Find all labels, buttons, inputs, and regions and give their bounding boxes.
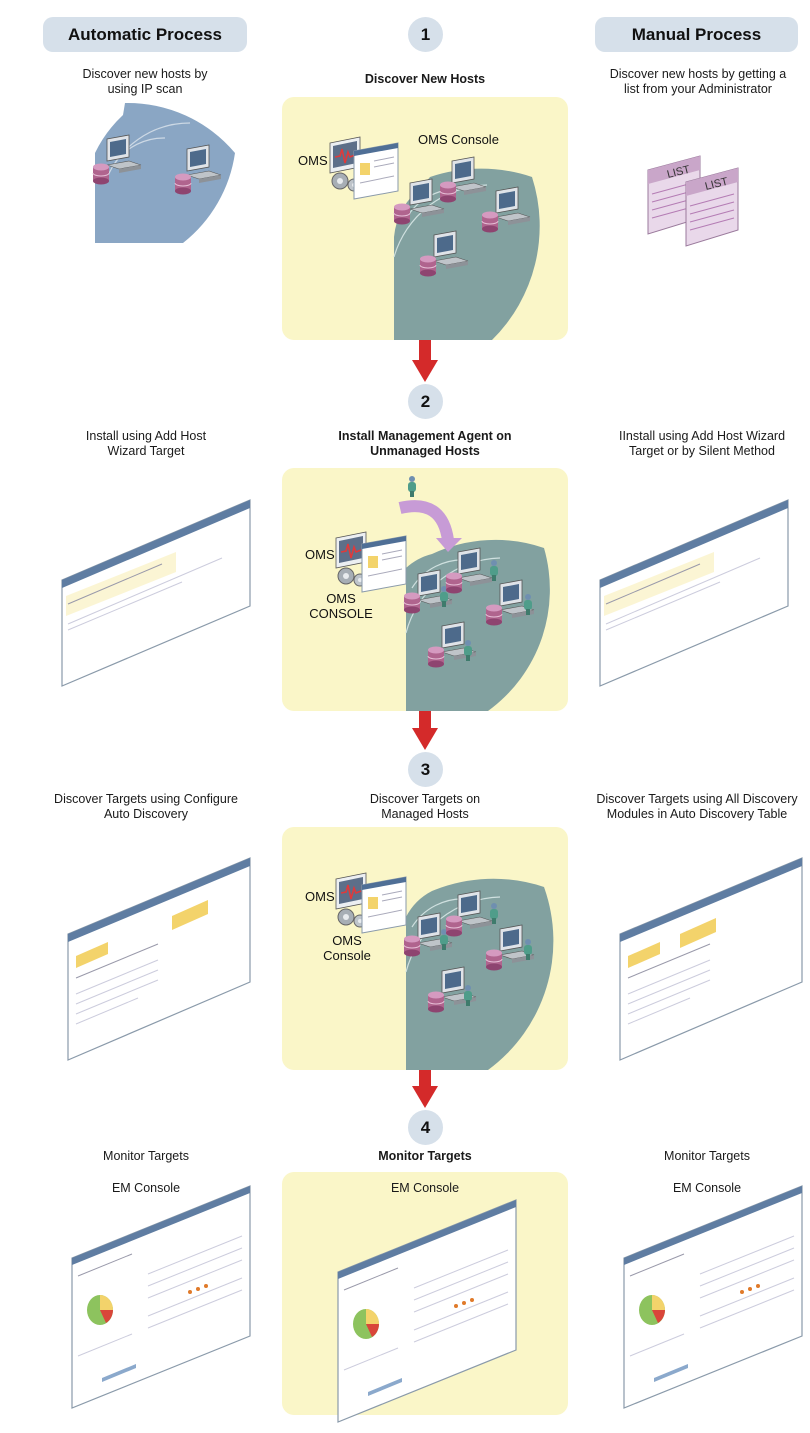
step-1-network-illustration [329, 136, 540, 340]
oms-label: OMS [298, 153, 328, 168]
pie-chart-icon [353, 1309, 379, 1339]
ip-scan-illustration [92, 102, 235, 243]
step-4-manual-caption: Monitor Targets [664, 1149, 750, 1163]
step-number: 2 [420, 391, 431, 411]
em-console-label-manual: EM Console [672, 1181, 742, 1195]
step-4-auto-caption: Monitor Targets [103, 1149, 189, 1163]
add-host-wizard-screenshot [61, 499, 251, 687]
database-icon [481, 211, 499, 233]
step-1-badge: 1 [408, 17, 443, 52]
list-document-icon: LIST [685, 167, 739, 247]
step-3-badge: 3 [408, 752, 443, 787]
step-number: 3 [420, 759, 431, 779]
oms-label: OMS [305, 889, 335, 904]
step-2-badge: 2 [408, 384, 443, 419]
database-icon [445, 915, 463, 937]
database-icon [427, 991, 445, 1013]
step-4-center-caption: Monitor Targets [378, 1149, 472, 1163]
step-3-manual-caption: Discover Targets using All Discovery Mod… [596, 792, 798, 821]
list-label: LIST [704, 176, 730, 193]
pie-chart-icon [87, 1295, 113, 1325]
database-icon [403, 935, 421, 957]
oms-console-label: OMS Console [418, 132, 499, 147]
step-4-badge: 4 [408, 1110, 443, 1145]
console-screenshot-icon [353, 142, 399, 200]
manual-process-title: Manual Process [631, 24, 762, 44]
step-3-center-caption: Discover Targets on Managed Hosts [369, 792, 481, 821]
database-icon [485, 949, 503, 971]
oms-label: OMS [305, 547, 335, 562]
database-icon [403, 592, 421, 614]
automatic-process-header: Automatic Process [43, 17, 247, 52]
add-host-wizard-screenshot [599, 499, 789, 687]
step-2-auto-caption: Install using Add Host Wizard Target [85, 429, 207, 458]
database-icon [445, 572, 463, 594]
oms-console-label: OMS Console [323, 933, 371, 963]
step-number: 1 [420, 24, 431, 44]
down-arrow-icon [412, 706, 438, 750]
step-1-manual-caption: Discover new hosts by getting a list fro… [609, 67, 787, 96]
database-icon [393, 203, 411, 225]
step-1-center-caption: Discover New Hosts [364, 72, 486, 86]
step-number: 4 [420, 1117, 431, 1137]
step-1-auto-caption: Discover new hosts by using IP scan [82, 67, 208, 96]
down-arrow-icon [412, 1064, 438, 1108]
down-arrow-icon [412, 338, 438, 382]
em-console-label-auto: EM Console [111, 1181, 181, 1195]
database-icon [92, 163, 110, 185]
step-2-install-illustration [335, 476, 550, 711]
database-icon [427, 646, 445, 668]
em-console-screenshot [623, 1185, 803, 1409]
automatic-process-title: Automatic Process [68, 24, 222, 44]
pie-chart-icon [639, 1295, 665, 1325]
oms-server-icon [335, 531, 367, 587]
em-console-screenshot [337, 1199, 517, 1423]
database-icon [485, 604, 503, 626]
console-screenshot-icon [361, 535, 407, 593]
install-arrow [398, 500, 454, 542]
manual-process-header: Manual Process [595, 17, 798, 52]
auto-discovery-screenshot [619, 857, 803, 1061]
auto-discovery-screenshot [67, 857, 251, 1061]
step-2-manual-caption: IInstall using Add Host Wizard Target or… [618, 429, 786, 458]
host-list-illustration: LIST LIST [647, 155, 739, 247]
step-2-center-caption: Install Management Agent on Unmanaged Ho… [338, 429, 512, 458]
step-3-discovery-illustration [335, 872, 554, 1070]
step-3-auto-caption: Discover Targets using Configure Auto Di… [54, 792, 238, 821]
database-icon [174, 173, 192, 195]
list-label: LIST [666, 164, 692, 181]
scan-fan [95, 102, 235, 243]
database-icon [439, 181, 457, 203]
console-screenshot-icon [361, 876, 407, 934]
em-console-label-center: EM Console [390, 1181, 460, 1195]
oms-console-label: OMS CONSOLE [309, 591, 373, 621]
agent-icon [408, 476, 416, 497]
oms-server-icon [335, 872, 367, 928]
em-console-screenshot [71, 1185, 251, 1409]
database-icon [419, 255, 437, 277]
